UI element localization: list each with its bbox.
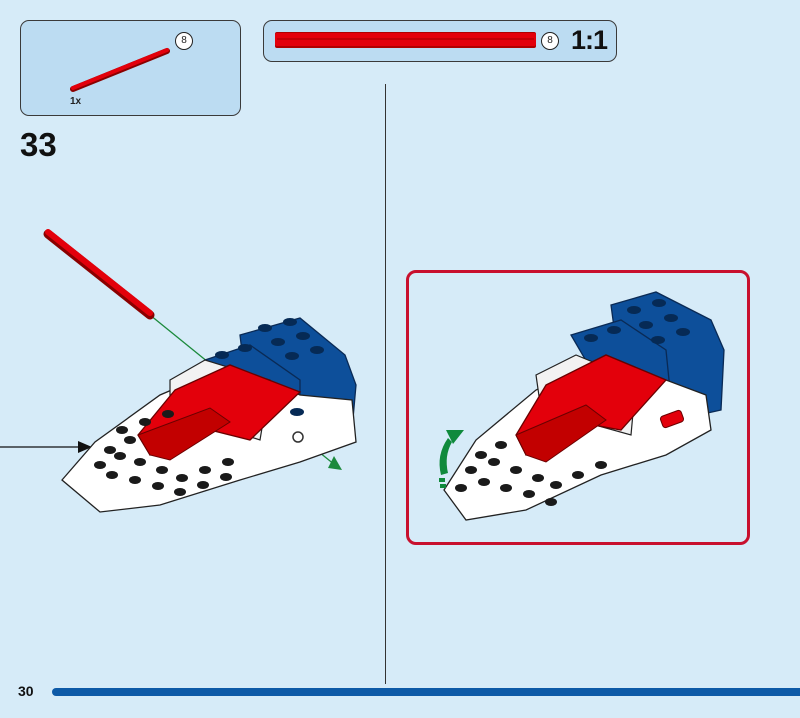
axle-scale-image [275, 32, 536, 48]
scale-reference-box: 8 1:1 [263, 20, 617, 62]
scale-label: 1:1 [570, 25, 608, 55]
axle-part-image [70, 48, 170, 92]
page-number: 30 [18, 683, 34, 699]
parts-list-box: 8 1x [20, 20, 241, 116]
pointer-arrow-icon [78, 441, 92, 453]
insert-arrow-icon [328, 456, 342, 470]
result-callout [406, 270, 750, 545]
column-divider [385, 84, 387, 684]
scale-length-badge: 8 [541, 32, 559, 50]
part-quantity: 1x [70, 96, 82, 107]
axle-length-badge: 8 [175, 32, 193, 50]
step-number: 33 [20, 126, 57, 163]
main-build-illustration [0, 229, 357, 513]
rotate-arrow-icon [439, 430, 464, 488]
progress-bar [52, 688, 800, 696]
progress-bar-fill [52, 688, 800, 696]
result-build-illustration [439, 291, 725, 521]
